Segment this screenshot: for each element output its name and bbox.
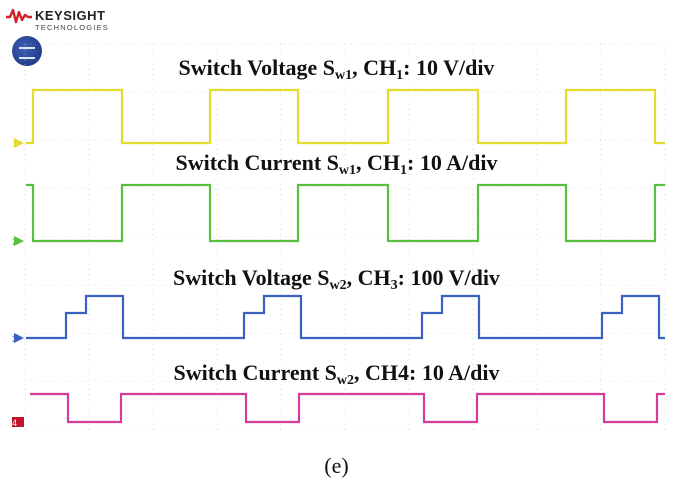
ch3-voltage-marker[interactable]: 3 — [12, 333, 24, 344]
ch1-voltage-trace — [26, 88, 665, 145]
ch2-current-marker[interactable]: 2 — [12, 236, 24, 247]
ch2-label: Switch Current Sw1, CH1: 10 A/div — [175, 150, 498, 178]
brand-name: KEYSIGHT — [35, 8, 106, 23]
graticule — [24, 43, 666, 431]
figure-caption: (e) — [324, 453, 349, 478]
ch1-voltage-marker-label: 1 — [12, 139, 17, 149]
ch4-current-marker-label: 4 — [12, 418, 17, 428]
ch3-label: Switch Voltage Sw2, CH3: 100 V/div — [173, 265, 500, 293]
menu-icon — [19, 47, 35, 59]
keysight-wave-icon — [6, 8, 32, 24]
waveform-traces — [26, 88, 665, 424]
ch3-voltage-trace — [26, 294, 665, 340]
channel-markers: 1 2 3 4 — [12, 138, 24, 428]
scope-menu-button[interactable] — [12, 36, 42, 66]
ch4-label: Switch Current Sw2, CH4: 10 A/div — [173, 360, 500, 388]
ch1-voltage-marker[interactable]: 1 — [12, 138, 24, 149]
ch1-label: Switch Voltage Sw1, CH1: 10 V/div — [178, 55, 495, 83]
keysight-logo: KEYSIGHT TECHNOLOGIES — [6, 4, 146, 36]
ch3-voltage-marker-label: 3 — [12, 334, 17, 344]
ch4-current-marker[interactable]: 4 — [12, 417, 24, 428]
ch4-current-trace — [30, 392, 665, 424]
brand-subtitle: TECHNOLOGIES — [35, 23, 109, 32]
ch2-current-trace — [26, 183, 665, 243]
ch2-current-marker-label: 2 — [12, 237, 17, 247]
